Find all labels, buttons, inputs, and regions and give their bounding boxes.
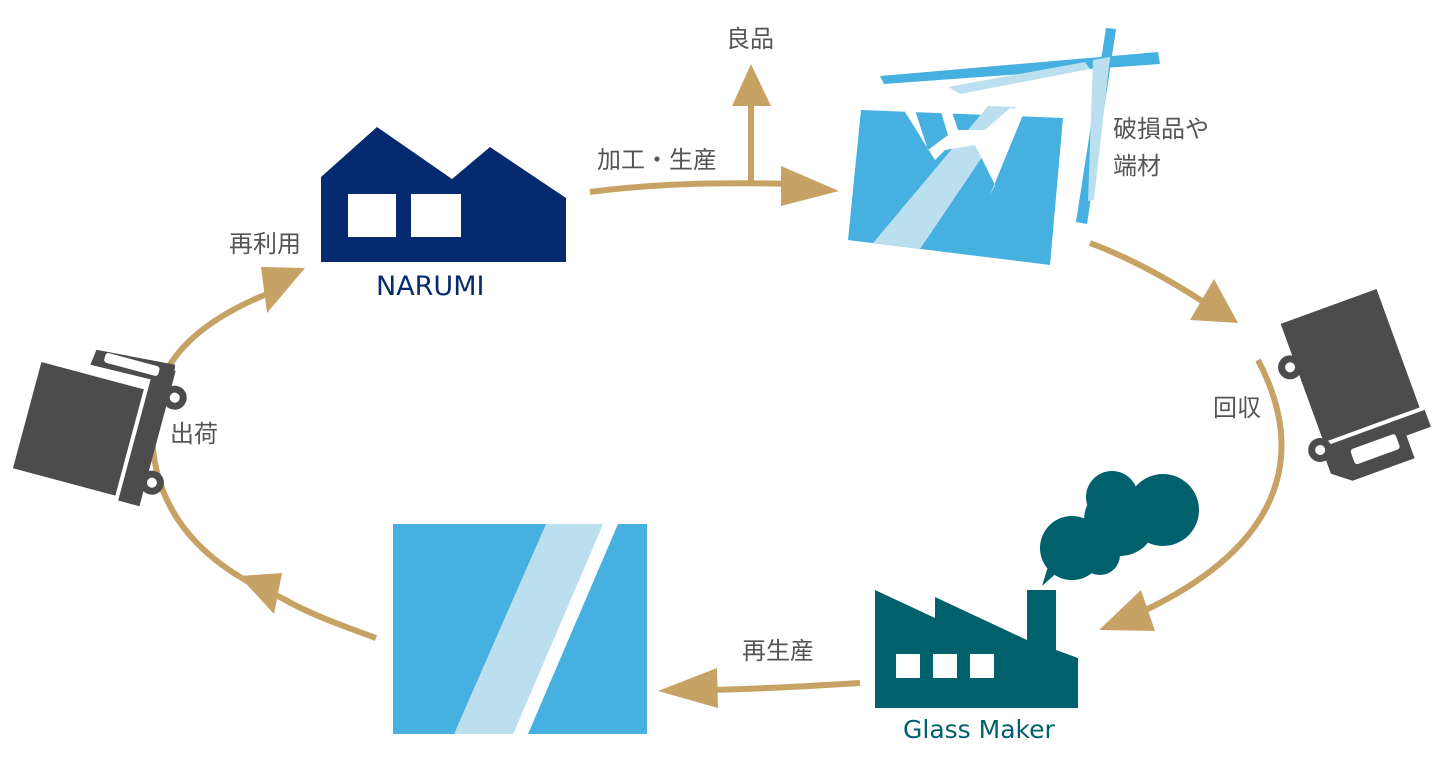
scraps-label-line1: 破損品や: [1113, 115, 1209, 143]
arrowhead-shipping: [239, 573, 282, 614]
arrowhead-good-product: [732, 64, 771, 106]
arrowhead-reproduction: [658, 668, 718, 708]
factory-smoke-icon: [875, 471, 1199, 708]
arrowhead-collection: [1099, 590, 1155, 631]
narumi-label: NARUMI: [376, 271, 485, 302]
house-factory-icon: [321, 127, 566, 262]
arrow-shipping: [280, 595, 378, 641]
reproduction-label: 再生産: [742, 637, 814, 665]
shipping-label: 出荷: [170, 420, 218, 448]
scraps-label-line2: 端材: [1113, 152, 1161, 180]
arrow-to-collection: [1088, 240, 1207, 306]
processing-label: 加工・生産: [597, 146, 717, 174]
good-product-label: 良品: [726, 25, 774, 53]
reuse-label: 再利用: [229, 230, 301, 258]
arrow-collection: [1133, 358, 1285, 618]
collection-label: 回収: [1213, 394, 1261, 422]
truck-icon: [12, 349, 187, 507]
glass-pane-icon: [393, 524, 647, 734]
truck-icon: [1278, 289, 1431, 481]
arrowhead-processing: [781, 166, 839, 206]
broken-glass-icon: [848, 28, 1160, 265]
arrow-processing: [589, 180, 791, 195]
arrowhead-reuse: [261, 267, 305, 313]
arrowhead-to-collection: [1190, 279, 1238, 323]
glass-maker-label: Glass Maker: [903, 715, 1055, 744]
arrow-reproduction: [704, 680, 861, 693]
